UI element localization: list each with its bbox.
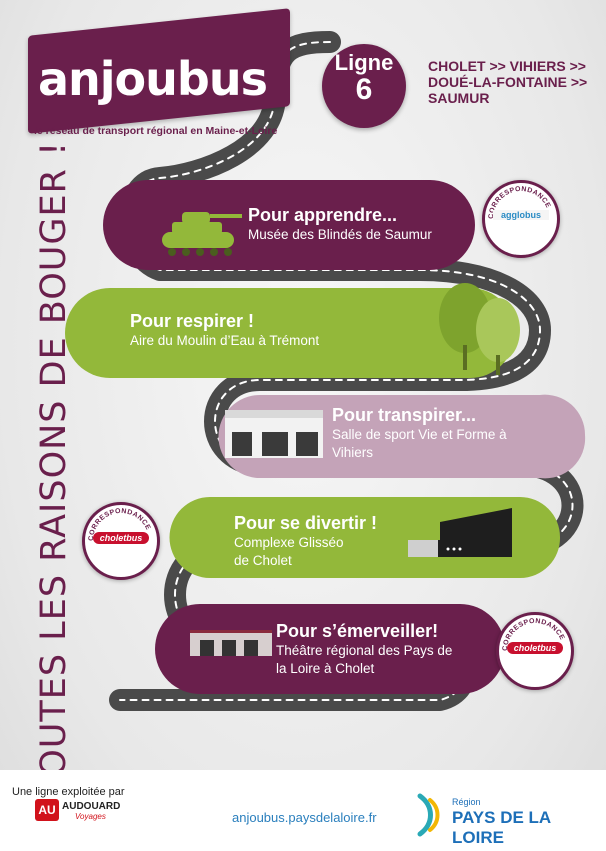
section-breathe: Pour respirer ! Aire du Moulin d’Eau à T… xyxy=(130,310,319,350)
operator-label: Une ligne exploitée par xyxy=(12,786,125,798)
website-link[interactable]: anjoubus.paysdelaloire.fr xyxy=(232,810,377,825)
winding-road xyxy=(65,31,586,711)
brand-logo: anjoubus xyxy=(38,52,268,106)
route-line: SAUMUR xyxy=(428,90,490,106)
choletbus-logo: choletbus xyxy=(93,532,149,544)
section-title: Pour se divertir ! xyxy=(234,513,378,533)
audouard-logo: AU xyxy=(35,799,59,821)
section-subtitle: Aire du Moulin d’Eau à Trémont xyxy=(130,333,320,348)
section-title: Pour apprendre... xyxy=(248,205,398,225)
theatre-building-icon xyxy=(190,630,272,656)
section-sweat: Pour transpirer... Salle de sport Vie et… xyxy=(332,404,507,462)
line-label: Ligne xyxy=(334,50,394,75)
region-name: PAYS DE LA LOIRE xyxy=(452,808,551,847)
operator-name: AUDOUARD xyxy=(62,801,121,812)
correspondance-badge-choletbus-left: CORRESPONDANCE choletbus xyxy=(82,502,160,580)
section-subtitle: Théâtre régional des Pays de xyxy=(276,643,453,658)
footer xyxy=(0,770,606,851)
tree-icon xyxy=(439,283,520,375)
section-entertain: Pour se divertir ! Complexe Glisséo de C… xyxy=(234,512,377,570)
section-learn: Pour apprendre... Musée des Blindés de S… xyxy=(248,204,432,244)
region-label: Région xyxy=(452,797,481,807)
section-wonder: Pour s’émerveiller! Théâtre régional des… xyxy=(276,620,452,678)
section-subtitle: Vihiers xyxy=(332,445,374,460)
section-subtitle: de Cholet xyxy=(234,553,292,568)
section-subtitle: Complexe Glisséo xyxy=(234,535,344,550)
section-subtitle: Salle de sport Vie et Forme à xyxy=(332,427,507,442)
brand-tagline: le réseau de transport régional en Maine… xyxy=(34,125,278,137)
agglobus-logo: agglobus xyxy=(493,210,549,220)
section-band-4 xyxy=(155,604,505,694)
line-badge: Ligne 6 xyxy=(322,44,406,128)
choletbus-logo: choletbus xyxy=(507,642,563,654)
section-subtitle: Musée des Blindés de Saumur xyxy=(248,227,432,242)
correspondance-badge-agglobus: CORRESPONDANCE agglobus xyxy=(482,180,560,258)
region-logo-icon xyxy=(417,793,440,837)
tank-icon xyxy=(162,212,242,256)
route-line: CHOLET >> VIHIERS >> xyxy=(428,58,586,74)
section-band-3 xyxy=(169,497,561,578)
section-title: Pour transpirer... xyxy=(332,405,477,425)
route-line: DOUÉ-LA-FONTAINE >> xyxy=(428,74,588,90)
road-markings xyxy=(119,41,574,701)
section-title: Pour s’émerveiller! xyxy=(276,621,439,641)
slogan: TOUTES LES RAISONS DE BOUGER ! xyxy=(34,140,74,800)
operator-subtitle: Voyages xyxy=(75,812,106,821)
gym-building-icon xyxy=(225,410,323,458)
line-number: 6 xyxy=(355,73,373,106)
ice-rink-building-icon xyxy=(408,508,512,557)
section-title: Pour respirer ! xyxy=(130,311,255,331)
section-band-1 xyxy=(65,288,515,378)
route-title: CHOLET >> VIHIERS >> DOUÉ-LA-FONTAINE >>… xyxy=(428,58,598,106)
section-subtitle: la Loire à Cholet xyxy=(276,661,375,676)
correspondance-badge-choletbus-right: CORRESPONDANCE choletbus xyxy=(496,612,574,690)
